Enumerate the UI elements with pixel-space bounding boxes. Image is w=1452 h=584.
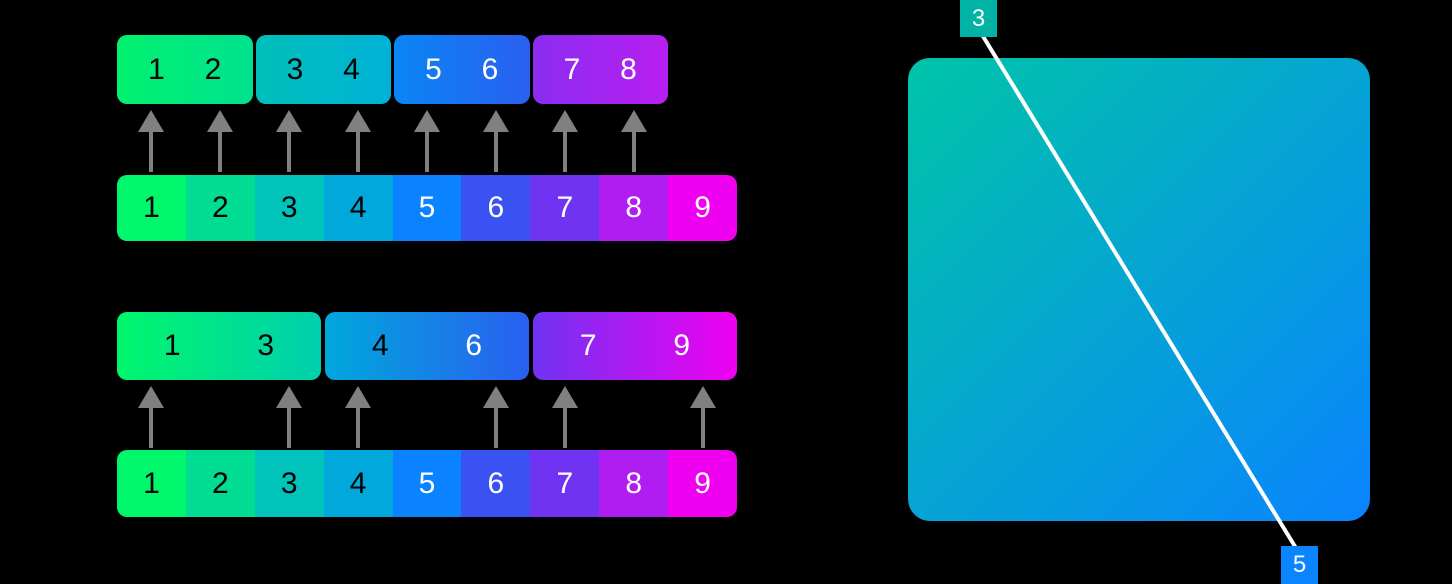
- pairs-arrow-6-head-icon: [482, 110, 509, 132]
- triples-index-cell-8: 8: [599, 450, 669, 517]
- triples-arrow-9-head-icon: [689, 386, 716, 408]
- triples-box-1-label-1: 1: [163, 329, 181, 362]
- pairs-box-3-label-1: 5: [425, 52, 442, 86]
- gradient-square: [908, 58, 1370, 521]
- triples-arrow-3-head-icon: [276, 386, 303, 408]
- pairs-box-1-label-2: 2: [204, 52, 222, 86]
- triples-arrow-4-head-icon: [345, 386, 372, 408]
- pairs-box-4-label-1: 7: [563, 52, 581, 86]
- corner-badge-end-label: 5: [1292, 551, 1307, 578]
- pairs-box-2-label-1: 3: [286, 52, 304, 86]
- triples-index-cell-5: 5: [392, 450, 462, 517]
- pairs-index-cell-4: 4: [323, 175, 393, 241]
- triples-arrow-4-shaft: [356, 408, 361, 448]
- pairs-arrow-8-shaft: [631, 132, 636, 172]
- triples-arrow-1-head-icon: [138, 386, 165, 408]
- triples-index-cell-9: 9: [668, 450, 737, 517]
- pairs-index-cell-8: 8: [599, 175, 669, 241]
- pairs-arrow-2-head-icon: [207, 110, 234, 132]
- pairs-arrow-3-shaft: [287, 132, 292, 172]
- triples-index-cell-4: 4: [323, 450, 393, 517]
- triples-index-cell-2: 2: [185, 450, 255, 517]
- pairs-arrow-7-head-icon: [551, 110, 578, 132]
- triples-box-1-label-2: 3: [257, 329, 275, 362]
- pair-arrows: [117, 110, 737, 172]
- triples-index-cell-3: 3: [254, 450, 324, 517]
- pairs-arrow-5-shaft: [425, 132, 429, 172]
- pairs-arrow-7-shaft: [562, 132, 567, 172]
- pairs-index-cell-7: 7: [530, 175, 600, 241]
- pairs-index-cell-3: 3: [254, 175, 324, 241]
- triples-index-cell-6: 6: [461, 450, 531, 517]
- triples-box-3-label-2: 9: [673, 329, 691, 362]
- triples-box-3-label-1: 7: [579, 329, 597, 362]
- pairs-index-cell-6: 6: [461, 175, 531, 241]
- pairs-arrow-1-head-icon: [138, 110, 165, 132]
- pairs-box-2-label-2: 4: [343, 52, 360, 86]
- triples-index-cell-7: 7: [530, 450, 600, 517]
- triples-arrow-6-head-icon: [482, 386, 509, 408]
- triples-box-2-label-2: 6: [465, 329, 483, 362]
- corner-badge-end: 5: [1281, 546, 1318, 584]
- pairs-arrow-5-head-icon: [414, 110, 440, 132]
- pairs-arrow-4-shaft: [356, 132, 361, 172]
- pairs-arrow-2-shaft: [218, 132, 223, 172]
- triples-arrow-6-shaft: [493, 408, 498, 448]
- pairs-index-cell-1: 1: [117, 175, 186, 241]
- triples-box-2-label-1: 4: [371, 329, 389, 362]
- triples-arrow-7-head-icon: [551, 386, 578, 408]
- triples-index-cell-1: 1: [117, 450, 186, 517]
- pairs-box-3-label-2: 6: [481, 52, 499, 86]
- pairs-index-cell-2: 2: [185, 175, 255, 241]
- pairs-arrow-8-head-icon: [620, 110, 647, 132]
- pairs-arrow-1-shaft: [149, 132, 154, 172]
- pairs-box-1-label-1: 1: [148, 52, 165, 86]
- triples-arrow-9-shaft: [700, 408, 705, 448]
- corner-badge-start-label: 3: [971, 4, 986, 32]
- triples-arrow-7-shaft: [562, 408, 567, 448]
- corner-badge-start: 3: [960, 0, 997, 37]
- triples-arrow-3-shaft: [287, 408, 292, 448]
- pairs-arrow-6-shaft: [493, 132, 498, 172]
- pairs-index-cell-9: 9: [668, 175, 737, 241]
- pairs-arrow-4-head-icon: [345, 110, 372, 132]
- triples-arrow-1-shaft: [149, 408, 154, 448]
- triple-arrows: [117, 386, 737, 448]
- pairs-index-cell-5: 5: [392, 175, 462, 241]
- pairs-box-4-label-2: 8: [620, 52, 637, 86]
- pairs-arrow-3-head-icon: [276, 110, 303, 132]
